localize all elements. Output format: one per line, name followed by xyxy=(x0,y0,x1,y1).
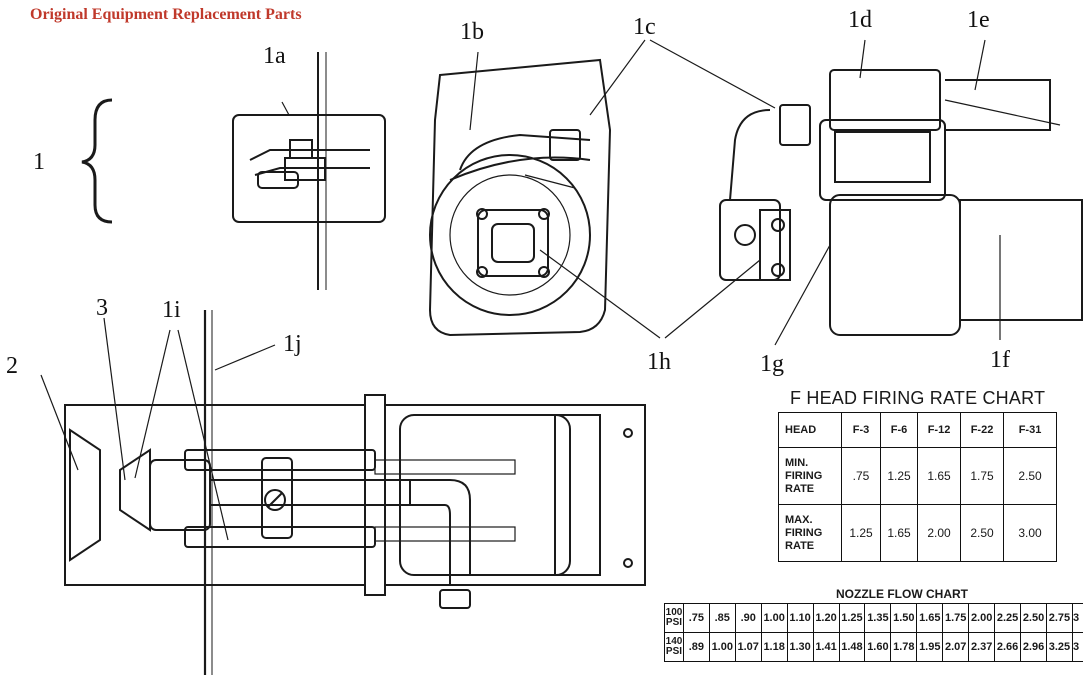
table-cell: 2.07 xyxy=(942,632,970,662)
psi-unit: PSI xyxy=(665,617,683,628)
table-cell: 3.25 xyxy=(1046,632,1073,662)
callout-2: 2 xyxy=(6,353,18,379)
table-cell: 1.07 xyxy=(734,632,762,662)
table-header-row: HEAD F-3 F-6 F-12 F-22 F-31 xyxy=(778,412,1057,448)
table-cell: 2.00 xyxy=(917,504,961,562)
page-title: Original Equipment Replacement Parts xyxy=(30,6,302,23)
table-cell: 1.18 xyxy=(760,632,788,662)
table-row: MIN. FIRING RATE .75 1.25 1.65 1.75 2.50 xyxy=(778,447,1057,505)
row-label-line: RATE xyxy=(785,539,815,552)
burner-housing-1b xyxy=(428,51,612,337)
table-cell: 3 xyxy=(1071,632,1083,662)
row-label-line: RATE xyxy=(785,482,815,495)
callout-1d: 1d xyxy=(848,7,872,33)
table-cell: 1.25 xyxy=(838,603,866,633)
firing-chart-title: F HEAD FIRING RATE CHART xyxy=(790,388,1046,408)
table-cell: 1.25 xyxy=(841,504,881,562)
nozzle-chart-title: NOZZLE FLOW CHART xyxy=(836,587,968,601)
table-cell: 1.75 xyxy=(960,447,1004,505)
table-cell: 1.95 xyxy=(916,632,944,662)
table-cell: .75 xyxy=(682,603,710,633)
callout-1h: 1h xyxy=(647,349,671,375)
table-cell: 2.00 xyxy=(968,603,996,633)
header-cell: F-31 xyxy=(1003,412,1057,448)
header-cell: HEAD xyxy=(778,412,842,448)
table-cell: 1.25 xyxy=(880,447,918,505)
callout-1g: 1g xyxy=(760,351,784,377)
table-cell: 1.75 xyxy=(942,603,970,633)
table-cell: 2.25 xyxy=(994,603,1022,633)
table-cell: 1.60 xyxy=(864,632,892,662)
row-label: MAX. FIRING RATE xyxy=(778,504,842,562)
header-cell: F-12 xyxy=(917,412,961,448)
table-cell: 2.37 xyxy=(968,632,996,662)
callout-1c: 1c xyxy=(633,14,656,40)
table-cell: .75 xyxy=(841,447,881,505)
row-label-line: FIRING xyxy=(785,469,823,482)
table-cell: 2.96 xyxy=(1020,632,1047,662)
header-cell: F-22 xyxy=(960,412,1004,448)
table-cell: 1.65 xyxy=(916,603,944,633)
table-cell: 1.65 xyxy=(880,504,918,562)
row-label-line: MIN. xyxy=(785,456,809,469)
psi-value: 140 xyxy=(665,636,683,647)
psi-unit: PSI xyxy=(665,646,683,657)
header-cell: F-3 xyxy=(841,412,881,448)
callout-1a: 1a xyxy=(263,43,286,69)
table-cell: 1.65 xyxy=(917,447,961,505)
table-cell: 1.00 xyxy=(760,603,788,633)
table-cell: 1.41 xyxy=(812,632,840,662)
table-cell: .90 xyxy=(734,603,762,633)
table-cell: 2.50 xyxy=(1020,603,1047,633)
row-label: MIN. FIRING RATE xyxy=(778,447,842,505)
pump-motor-assembly xyxy=(719,39,1083,346)
table-cell: 1.20 xyxy=(812,603,840,633)
callout-1f: 1f xyxy=(990,347,1010,373)
air-tube-assembly xyxy=(40,310,646,675)
table-cell: 2.50 xyxy=(960,504,1004,562)
table-cell: 1.50 xyxy=(890,603,918,633)
callout-1: 1 xyxy=(33,149,45,175)
row-label-line: FIRING xyxy=(785,526,823,539)
table-cell: 1.10 xyxy=(786,603,814,633)
electrode-detail-1a xyxy=(232,52,386,290)
table-cell: 1.35 xyxy=(864,603,892,633)
header-cell: F-6 xyxy=(880,412,918,448)
callout-1i: 1i xyxy=(162,297,181,323)
table-cell: .85 xyxy=(708,603,736,633)
table-cell: 3.00 xyxy=(1003,504,1057,562)
table-cell: 1.48 xyxy=(838,632,866,662)
callout-1e: 1e xyxy=(967,7,990,33)
table-cell: 1.30 xyxy=(786,632,814,662)
callout-3: 3 xyxy=(96,295,108,321)
brace-1 xyxy=(81,98,113,224)
table-cell: 2.75 xyxy=(1046,603,1073,633)
table-cell: 1.00 xyxy=(708,632,736,662)
table-cell: 2.66 xyxy=(994,632,1022,662)
table-cell: 1.78 xyxy=(890,632,918,662)
table-cell: 3 xyxy=(1071,603,1083,633)
psi-value: 100 xyxy=(665,607,683,618)
table-cell: 2.50 xyxy=(1003,447,1057,505)
callout-1b: 1b xyxy=(460,19,484,45)
row-label-line: MAX. xyxy=(785,513,813,526)
table-cell: .89 xyxy=(682,632,710,662)
firing-rate-table: HEAD F-3 F-6 F-12 F-22 F-31 MIN. FIRING … xyxy=(778,412,1057,562)
callout-1j: 1j xyxy=(283,331,302,357)
table-row: MAX. FIRING RATE 1.25 1.65 2.00 2.50 3.0… xyxy=(778,504,1057,562)
